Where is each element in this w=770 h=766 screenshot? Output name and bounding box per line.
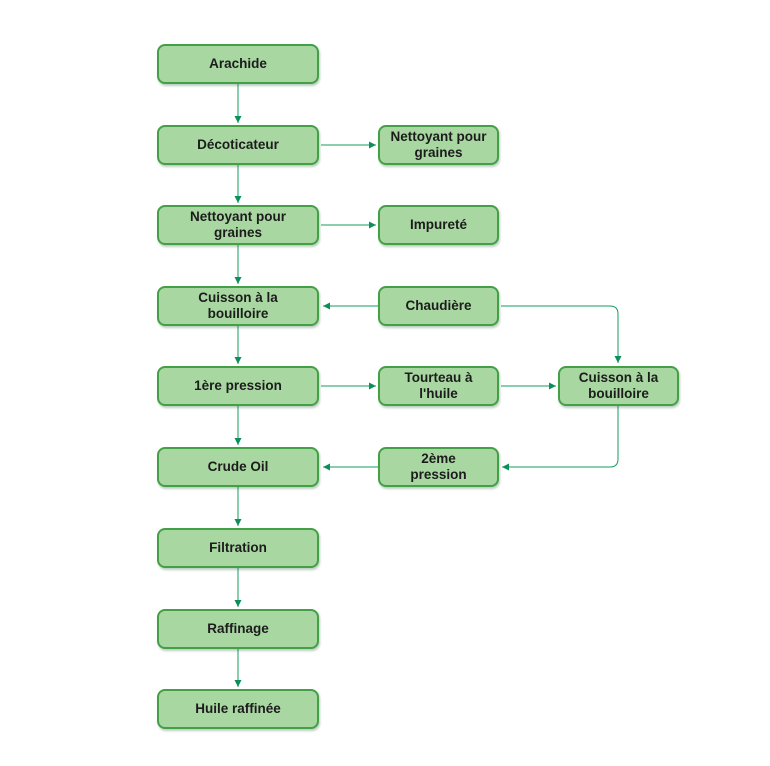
node-huile-raffinee: Huile raffinée [157, 689, 319, 729]
node-filtration: Filtration [157, 528, 319, 568]
node-cuisson-main: Cuisson à la bouilloire [157, 286, 319, 326]
node-impurete: Impureté [378, 205, 499, 245]
edge-cuisson-droite-deuxieme-pression [502, 406, 619, 471]
node-premiere-pression: 1ère pression [157, 366, 319, 406]
edge-chaudiere-cuisson-droite [501, 305, 622, 363]
node-tourteau: Tourteau à l'huile [378, 366, 499, 406]
node-deuxieme-pression: 2ème pression [378, 447, 499, 487]
node-arachide: Arachide [157, 44, 319, 84]
node-crude-oil: Crude Oil [157, 447, 319, 487]
node-raffinage: Raffinage [157, 609, 319, 649]
node-cuisson-droite: Cuisson à la bouilloire [558, 366, 679, 406]
node-nettoyant-main: Nettoyant pour graines [157, 205, 319, 245]
node-nettoyant-side: Nettoyant pour graines [378, 125, 499, 165]
node-chaudiere: Chaudière [378, 286, 499, 326]
node-decoticateur: Décoticateur [157, 125, 319, 165]
